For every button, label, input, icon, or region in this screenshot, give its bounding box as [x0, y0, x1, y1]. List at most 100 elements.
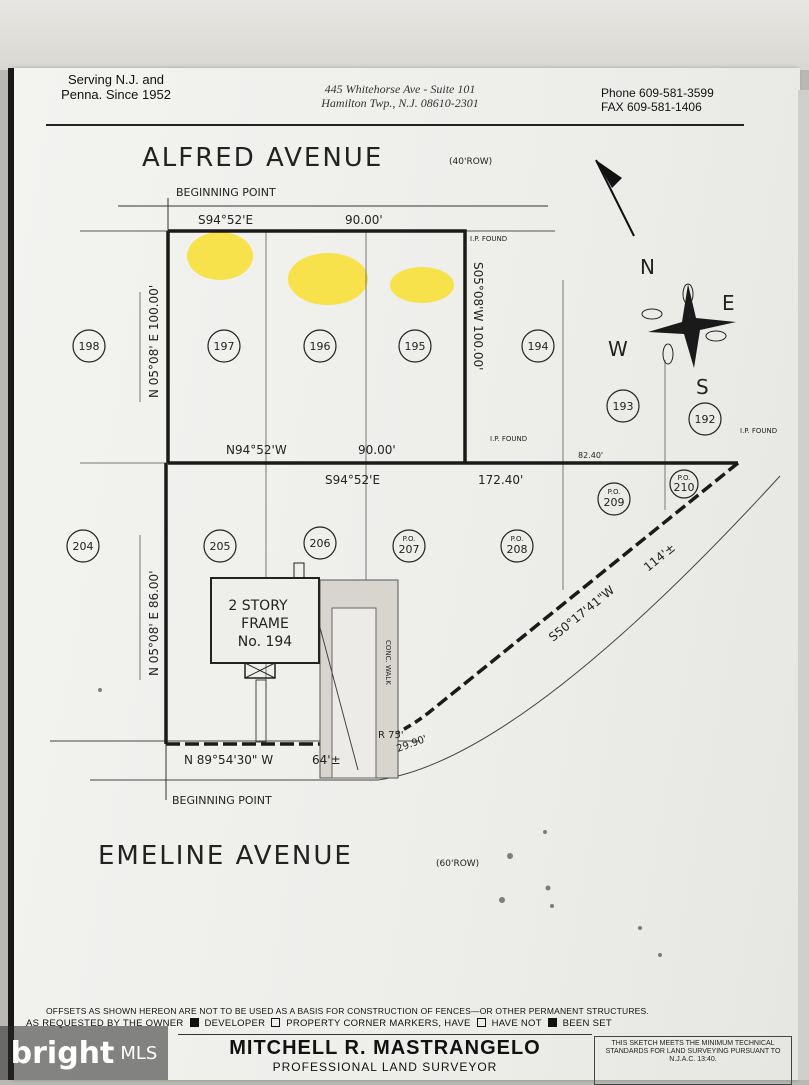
compass-e: E	[722, 291, 735, 315]
address-line-2: Hamilton Twp., N.J. 08610-2301	[321, 96, 479, 110]
sheet-shadow-edge	[8, 68, 14, 1080]
property-boundary	[164, 229, 740, 746]
requested-by-label: AS REQUESTED BY THE OWNER	[26, 1018, 184, 1029]
chimney	[293, 562, 305, 579]
surveyor-title: PROFESSIONAL LAND SURVEYOR	[272, 1060, 498, 1074]
lot-number: 195	[405, 340, 426, 353]
redaction-mark	[390, 267, 454, 303]
beginning-point-label: BEGINNING POINT	[176, 186, 276, 199]
lot-prefix: P.O.	[678, 474, 691, 482]
bearing-mid: N94°52'W	[226, 443, 287, 457]
bright-logo: bright	[10, 1035, 115, 1071]
been-set-label: BEEN SET	[562, 1018, 612, 1029]
phone-number: Phone 609-581-3599	[601, 86, 714, 100]
street-name-emeline: EMELINE AVENUE	[98, 841, 353, 871]
slogan-line-2: Penna. Since 1952	[61, 87, 171, 102]
have-checkbox	[476, 1018, 486, 1027]
lot-number: 205	[210, 540, 231, 553]
front-walk	[255, 679, 267, 743]
request-line: AS REQUESTED BY THE OWNER DEVELOPER PROP…	[26, 1018, 786, 1029]
header-address: 445 Whitehorse Ave - Suite 101 Hamilton …	[250, 70, 550, 110]
lot-number: 192	[695, 413, 716, 426]
lot-markers	[66, 329, 722, 563]
house-label: 2 STORY FRAME No. 194	[228, 598, 292, 650]
distance-top: 90.00'	[345, 213, 383, 227]
lot-prefix: P.O.	[511, 535, 524, 543]
lot-number: 210	[674, 481, 695, 494]
house-footprint	[210, 577, 320, 664]
have-not-label: HAVE NOT	[491, 1018, 542, 1029]
bearing-left-upper: N 05°08' E 100.00'	[147, 285, 161, 398]
curve-radius: R 75'	[378, 730, 404, 741]
survey-sheet	[14, 68, 800, 1080]
lot-prefixes: P.O. P.O. P.O. P.O.	[403, 474, 691, 543]
north-arrow-head	[596, 160, 622, 188]
porch-cross	[244, 662, 276, 679]
fax-number: FAX 609-581-1406	[601, 100, 702, 114]
street-name-alfred: ALFRED AVENUE	[142, 143, 383, 173]
driveway	[331, 607, 377, 779]
developer-label: DEVELOPER	[204, 1018, 266, 1029]
emeline-curb-curve	[377, 475, 781, 781]
ink-specks	[98, 688, 662, 957]
lot-number: 193	[613, 400, 634, 413]
compass-s: S	[696, 375, 709, 399]
address-line-1: 445 Whitehorse Ave - Suite 101	[324, 82, 476, 96]
iron-pin-labels: I.P. FOUND I.P. FOUND I.P. FOUND	[470, 235, 777, 443]
house-label-line-2: FRAME	[241, 616, 289, 632]
distance-mid-2: 172.40'	[478, 473, 523, 487]
lot-prefix: P.O.	[403, 535, 416, 543]
lot-number: 194	[528, 340, 549, 353]
offsets-disclaimer: OFFSETS AS SHOWN HEREON ARE NOT TO BE US…	[46, 1006, 649, 1016]
lot-number: 204	[73, 540, 94, 553]
bearing-top: S94°52'E	[198, 213, 253, 227]
bearing-bottom: N 89°54'30" W	[184, 753, 273, 767]
corner-markers-label: PROPERTY CORNER MARKERS, HAVE	[286, 1018, 471, 1029]
redaction-mark	[187, 232, 253, 280]
ip-found-label: I.P. FOUND	[740, 427, 777, 435]
surveyor-title-block: MITCHELL R. MASTRANGELO PROFESSIONAL LAN…	[178, 1034, 592, 1081]
bearing-mid-2: S94°52'E	[325, 473, 380, 487]
lot-number: 206	[310, 537, 331, 550]
lot-number: 198	[79, 340, 100, 353]
bearing-left-lower: N 05°08' E 86.00'	[147, 571, 161, 677]
north-arrow-shaft	[595, 159, 635, 237]
lot-number: 209	[604, 496, 625, 509]
distance-bottom: 64'±	[312, 753, 341, 767]
have-not-checkbox	[547, 1018, 557, 1027]
house-label-line-3: No. 194	[238, 634, 293, 650]
mls-label: MLS	[120, 1042, 158, 1064]
compass-n: N	[640, 255, 655, 279]
header-divider	[46, 124, 744, 126]
lot-numbers: 198 197 196 195 194 193 192 204 205 206 …	[73, 340, 716, 556]
developer-checkbox	[271, 1018, 281, 1027]
lot-prefix: P.O.	[608, 488, 621, 496]
house-label-line-1: 2 STORY	[228, 598, 288, 614]
background-page-strip	[0, 0, 809, 70]
lot-number: 207	[399, 543, 420, 556]
redaction-mark	[288, 253, 368, 305]
bearing-right-upper: S05°08'W 100.00'	[471, 262, 485, 370]
lot-number: 196	[310, 340, 331, 353]
beginning-point-label: BEGINNING POINT	[172, 794, 272, 807]
distance-diagonal: 114'±	[641, 541, 678, 575]
standards-note: THIS SKETCH MEETS THE MINIMUM TECHNICAL …	[594, 1036, 792, 1085]
distance-82: 82.40'	[578, 451, 603, 460]
lot-number: 208	[507, 543, 528, 556]
bearing-diagonal: S50°17'41"W	[546, 583, 617, 644]
mls-watermark: bright MLS	[0, 1026, 168, 1080]
ip-found-label: I.P. FOUND	[490, 435, 527, 443]
header-contact: Phone 609-581-3599 FAX 609-581-1406	[601, 86, 751, 114]
ip-found-label: I.P. FOUND	[470, 235, 507, 243]
emeline-row-width: (60'ROW)	[436, 859, 479, 869]
compass-letters: N S E W	[608, 255, 735, 399]
sheet-right-margin	[798, 90, 809, 1080]
lot-number: 197	[214, 340, 235, 353]
compass-w: W	[608, 337, 628, 361]
compass-rose-icon	[641, 283, 736, 368]
distance-mid: 90.00'	[358, 443, 396, 457]
alfred-row-width: (40'ROW)	[449, 157, 492, 167]
header-slogan: Serving N.J. and Penna. Since 1952	[48, 72, 184, 102]
dimension-line	[317, 619, 359, 771]
